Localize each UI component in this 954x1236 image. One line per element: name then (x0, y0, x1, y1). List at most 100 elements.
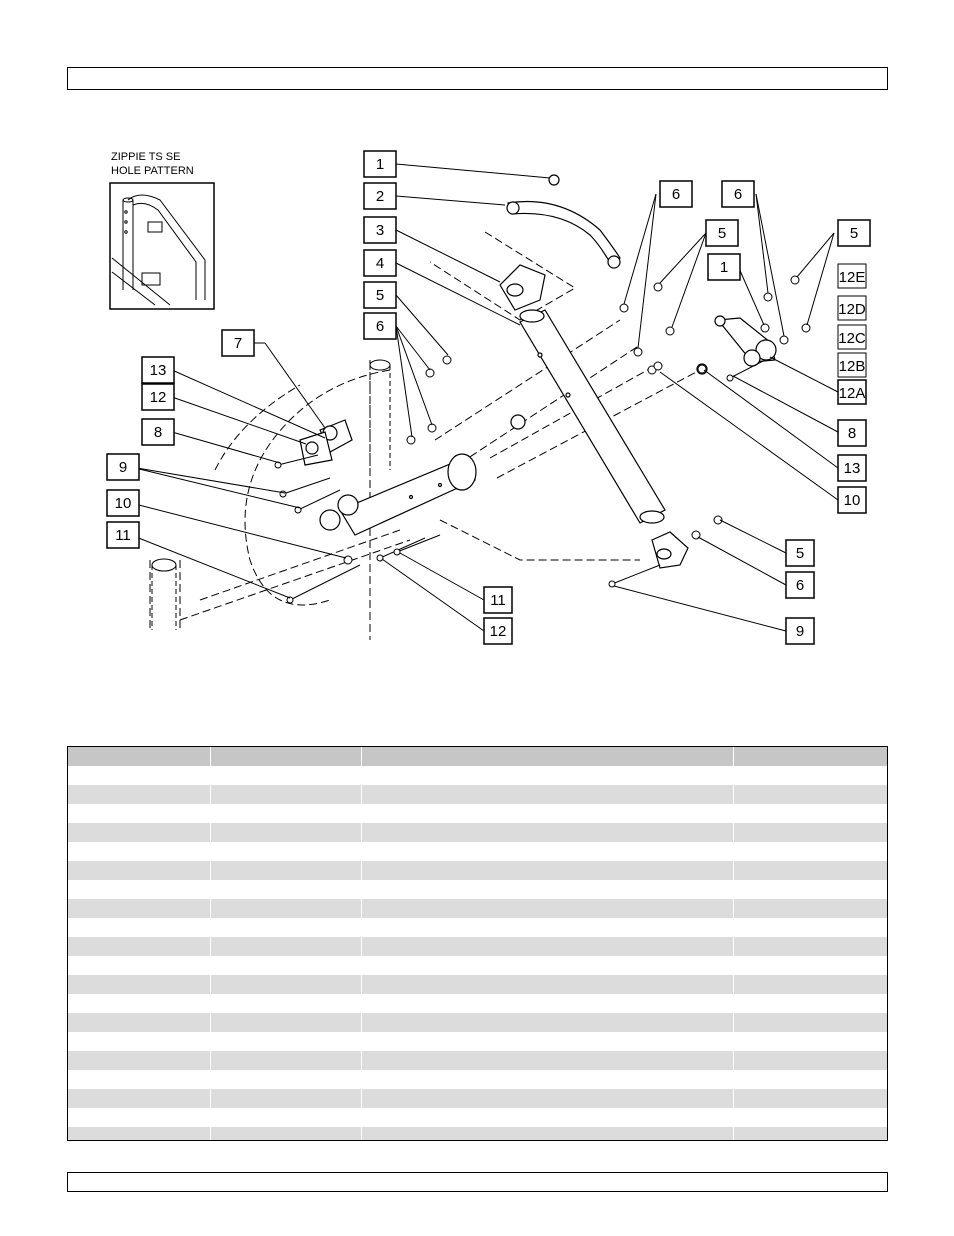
callout-12d: 12D (838, 301, 866, 318)
callout-6-right: 6 (672, 186, 680, 203)
callout-10: 10 (115, 495, 132, 512)
table-cell (210, 785, 362, 804)
footer-bar (67, 1172, 888, 1192)
callout-9: 9 (119, 459, 127, 476)
table-cell (733, 823, 887, 842)
callout-6-far-right: 6 (734, 186, 742, 203)
callout-6-bottom: 6 (796, 577, 804, 594)
table-row (68, 918, 887, 937)
table-row (68, 975, 887, 994)
callout-12a: 12A (839, 385, 866, 402)
table-row (68, 994, 887, 1013)
table-cell (210, 918, 362, 937)
table-cell (733, 975, 887, 994)
table-cell (361, 975, 734, 994)
table-cell (210, 880, 362, 899)
table-row (68, 1070, 887, 1089)
leader-lines (130, 163, 839, 632)
table-row (68, 861, 887, 880)
nut-top (548, 174, 560, 186)
table-cell (68, 918, 211, 937)
cross-member (339, 453, 477, 536)
table-cell (68, 861, 211, 880)
callout-12: 12 (150, 389, 167, 406)
callout-12-bottom: 12 (490, 623, 507, 640)
callout-7: 7 (234, 335, 242, 352)
table-row (68, 1108, 887, 1127)
table-cell (733, 1127, 887, 1140)
table-cell (733, 937, 887, 956)
table-cell (210, 861, 362, 880)
table-cell (361, 766, 734, 785)
table-cell (68, 1032, 211, 1051)
table-cell (68, 785, 211, 804)
table-cell (210, 994, 362, 1013)
table-cell (68, 899, 211, 918)
callout-12b: 12B (839, 358, 866, 375)
table-cell (361, 804, 734, 823)
table-cell (361, 842, 734, 861)
strap (506, 200, 621, 269)
table-cell (361, 1070, 734, 1089)
left-brackets (299, 414, 526, 531)
table-cell (68, 880, 211, 899)
table-row (68, 1127, 887, 1140)
callout-boxes (106, 150, 871, 645)
table-cell (68, 1070, 211, 1089)
parts-table (67, 746, 888, 1141)
callout-13: 13 (150, 362, 167, 379)
table-cell (361, 1013, 734, 1032)
table-cell (210, 1108, 362, 1127)
table-header-cell (361, 747, 734, 766)
table-cell (361, 899, 734, 918)
table-cell (361, 994, 734, 1013)
table-cell (733, 842, 887, 861)
table-body (68, 766, 887, 1140)
table-row (68, 823, 887, 842)
left-tube (151, 359, 391, 630)
table-cell (361, 785, 734, 804)
callout-8-right: 8 (848, 425, 856, 442)
callout-12e: 12E (839, 269, 866, 286)
header-bar (67, 67, 888, 90)
callout-6: 6 (376, 318, 384, 335)
table-row (68, 766, 887, 785)
table-cell (68, 1013, 211, 1032)
callout-10-right: 10 (844, 492, 861, 509)
callout-3: 3 (376, 222, 384, 239)
table-cell (361, 1108, 734, 1127)
callout-labels: 1 2 3 4 5 6 7 13 12 8 9 10 11 6 5 6 5 1 … (115, 156, 866, 640)
table-cell (733, 1051, 887, 1070)
table-cell (68, 842, 211, 861)
table-cell (68, 1108, 211, 1127)
table-cell (68, 766, 211, 785)
table-cell (733, 766, 887, 785)
table-cell (68, 823, 211, 842)
table-cell (210, 937, 362, 956)
upright-tube (519, 309, 666, 524)
callout-5-right: 5 (718, 225, 726, 242)
table-cell (210, 1127, 362, 1140)
table-cell (210, 1070, 362, 1089)
table-cell (733, 1032, 887, 1051)
table-header-cell (68, 747, 211, 766)
table-row (68, 937, 887, 956)
table-cell (361, 956, 734, 975)
callout-13-right: 13 (844, 460, 861, 477)
table-cell (361, 1032, 734, 1051)
callout-12c: 12C (838, 330, 866, 347)
callout-8: 8 (154, 424, 162, 441)
callout-1-right: 1 (720, 259, 728, 276)
table-row (68, 785, 887, 804)
exploded-parts-diagram: ZIPPIE TS SE HOLE PATTERN (106, 150, 871, 645)
table-cell (733, 1089, 887, 1108)
table-cell (361, 1051, 734, 1070)
table-cell (361, 861, 734, 880)
parts-table-grid (68, 747, 887, 1140)
table-cell (68, 1089, 211, 1108)
table-cell (361, 918, 734, 937)
table-cell (210, 1051, 362, 1070)
table-cell (733, 1070, 887, 1089)
diagram-drawing: 1 2 3 4 5 6 7 13 12 8 9 10 11 6 5 6 5 1 … (106, 150, 871, 645)
table-row (68, 1051, 887, 1070)
